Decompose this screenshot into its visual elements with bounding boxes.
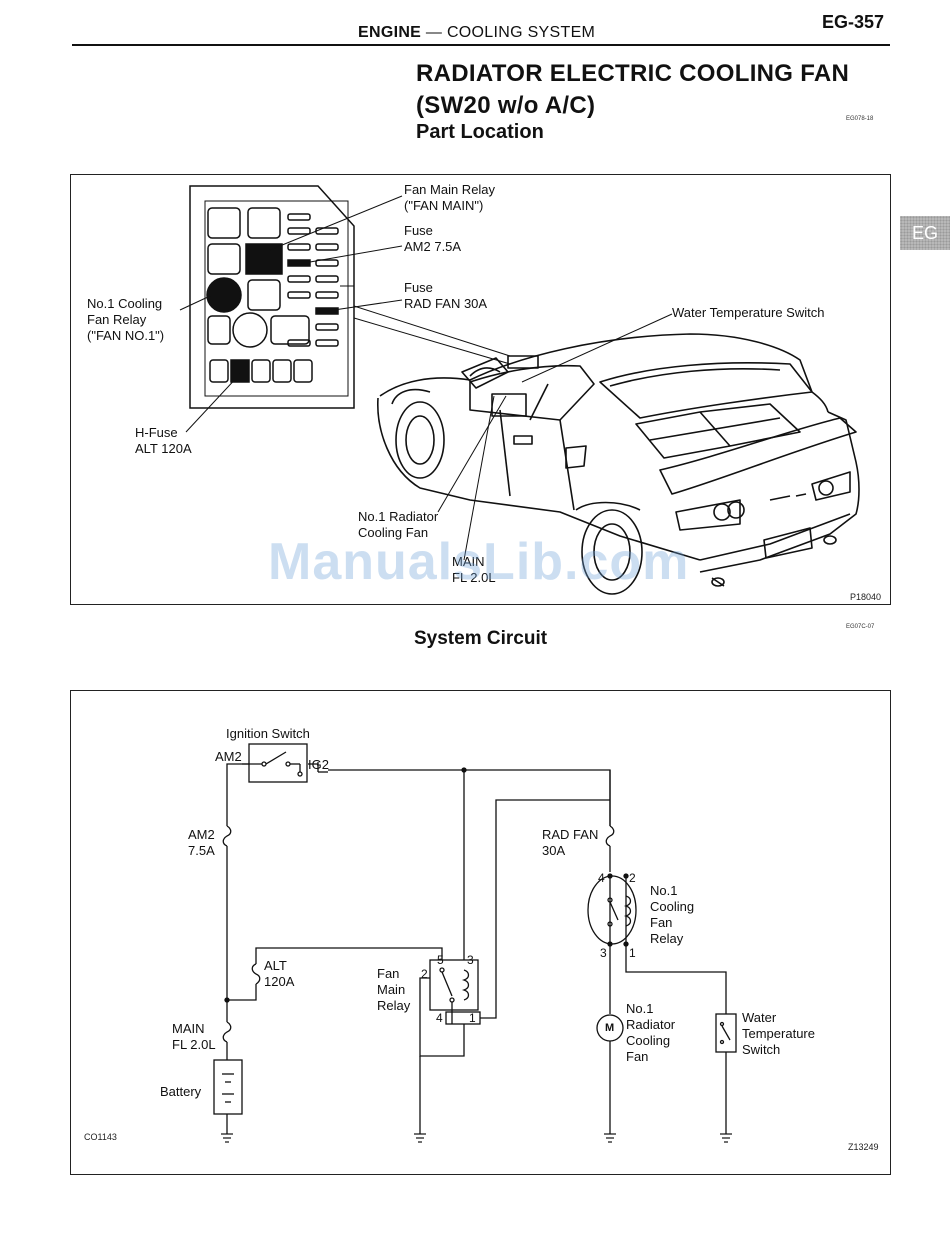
pin-2-cooling-relay: 2 xyxy=(629,871,636,885)
label-line: No.1 xyxy=(650,883,678,898)
label-main-fl-circuit: MAIN FL 2.0L xyxy=(172,1021,216,1053)
label-no1-radiator-fan-circuit: No.1 Radiator Cooling Fan xyxy=(626,1001,675,1065)
label-fuse-am2: Fuse AM2 7.5A xyxy=(404,223,461,255)
label-line: Radiator xyxy=(626,1017,676,1032)
label-line: No.1 xyxy=(626,1001,654,1016)
page-title-line1: RADIATOR ELECTRIC COOLING FAN xyxy=(416,60,850,87)
label-no1-cooling-fan-relay: No.1 Cooling Fan Relay ("FAN NO.1") xyxy=(87,296,164,344)
label-line: Fan xyxy=(626,1049,649,1064)
watermark: ManualsLib.com xyxy=(268,533,690,591)
label-line: Fan Main Relay xyxy=(404,182,496,197)
label-alt-fuse: ALT 120A xyxy=(264,958,294,990)
label-line: RAD FAN xyxy=(542,827,599,842)
label-line: Relay xyxy=(377,998,411,1013)
label-line: Cooling xyxy=(626,1033,671,1048)
label-line: 7.5A xyxy=(188,843,215,858)
label-am2-terminal: AM2 xyxy=(215,749,242,764)
label-rad-fan-fuse: RAD FAN 30A xyxy=(542,827,598,859)
circuit-figure-code-right: Z13249 xyxy=(848,1142,879,1152)
label-line: Fuse xyxy=(404,223,433,238)
label-line: Cooling Fan xyxy=(358,525,429,540)
label-line: Main xyxy=(377,982,406,997)
section-header-rest: — COOLING SYSTEM xyxy=(421,24,596,41)
circuit-code: EG07C-07 xyxy=(846,624,875,630)
label-line: ("FAN MAIN") xyxy=(404,198,484,213)
label-line: 120A xyxy=(264,974,295,989)
part-location-figure xyxy=(70,174,891,605)
header-rule xyxy=(72,44,890,46)
label-fuse-rad-fan: Fuse RAD FAN 30A xyxy=(404,280,487,312)
relay-box-leaders xyxy=(179,195,511,433)
label-line: Fan xyxy=(650,915,673,930)
pin-5-fan-main: 5 xyxy=(437,953,444,967)
label-line: Fan Relay xyxy=(87,312,147,327)
circuit-wiring xyxy=(213,743,737,1134)
label-no1-cooling-fan-relay-circuit: No.1 Cooling Fan Relay xyxy=(650,883,694,947)
motor-symbol: M xyxy=(605,1022,615,1034)
label-h-fuse: H-Fuse ALT 120A xyxy=(135,425,192,457)
label-line: Fan xyxy=(377,966,400,981)
page-number: EG-357 xyxy=(822,12,885,32)
system-circuit-figure xyxy=(70,690,891,1175)
label-line: RAD FAN 30A xyxy=(404,296,488,311)
label-fan-main-relay-circuit: Fan Main Relay xyxy=(377,966,410,1014)
circuit-figure-code-left: CO1143 xyxy=(84,1132,117,1142)
label-line: FL 2.0L xyxy=(172,1037,216,1052)
label-line: AM2 7.5A xyxy=(404,239,462,254)
ground-symbols xyxy=(221,1133,732,1143)
label-line: ALT xyxy=(264,958,287,973)
label-line: 30A xyxy=(542,843,566,858)
title-code: EG078-18 xyxy=(846,116,874,122)
pin-4-fan-main: 4 xyxy=(436,1011,443,1025)
section-tab: EG xyxy=(900,216,950,250)
label-line: Cooling xyxy=(650,899,695,914)
label-line: MAIN xyxy=(172,1021,205,1036)
label-line: Switch xyxy=(742,1042,781,1057)
pin-2-fan-main: 2 xyxy=(421,967,428,981)
label-ig2-terminal: IG2 xyxy=(308,757,329,772)
label-line: ALT 120A xyxy=(135,441,192,456)
label-line: ("FAN NO.1") xyxy=(87,328,165,343)
label-water-temp-switch: Water Temperature Switch xyxy=(672,305,825,320)
label-line: AM2 xyxy=(188,827,215,842)
car-leaders xyxy=(437,313,673,561)
label-line: Relay xyxy=(650,931,684,946)
section-header: ENGINE — COOLING SYSTEM xyxy=(358,24,595,42)
label-fan-main-relay: Fan Main Relay ("FAN MAIN") xyxy=(404,182,495,214)
system-circuit-heading: System Circuit xyxy=(414,628,548,649)
pin-4-cooling-relay: 4 xyxy=(598,871,605,885)
figure-code: P18040 xyxy=(850,592,882,602)
relay-box xyxy=(189,185,355,409)
pin-1-fan-main: 1 xyxy=(469,1011,476,1025)
label-am2-fuse: AM2 7.5A xyxy=(188,827,215,859)
label-ignition-switch: Ignition Switch xyxy=(226,726,310,741)
car-illustration xyxy=(377,333,860,595)
section-header-bold: ENGINE xyxy=(358,24,422,41)
part-location-heading: Part Location xyxy=(416,121,544,143)
label-line: FL 2.0L xyxy=(452,570,496,585)
label-line: Fuse xyxy=(404,280,433,295)
pin-1-cooling-relay: 1 xyxy=(629,946,636,960)
label-battery: Battery xyxy=(160,1084,202,1099)
pin-3-fan-main: 3 xyxy=(467,953,474,967)
pin-3-cooling-relay: 3 xyxy=(600,946,607,960)
label-line: H-Fuse xyxy=(135,425,178,440)
label-line: Temperature xyxy=(742,1026,815,1041)
label-line: Water xyxy=(742,1010,777,1025)
label-line: No.1 Radiator xyxy=(358,509,439,524)
page-title-line2: (SW20 w/o A/C) xyxy=(416,92,596,119)
label-line: MAIN xyxy=(452,554,485,569)
label-main-fl: MAIN FL 2.0L xyxy=(452,554,496,586)
label-line: No.1 Cooling xyxy=(87,296,163,311)
label-no1-radiator-fan: No.1 Radiator Cooling Fan xyxy=(358,509,438,541)
label-water-temp-switch-circuit: Water Temperature Switch xyxy=(742,1010,815,1058)
